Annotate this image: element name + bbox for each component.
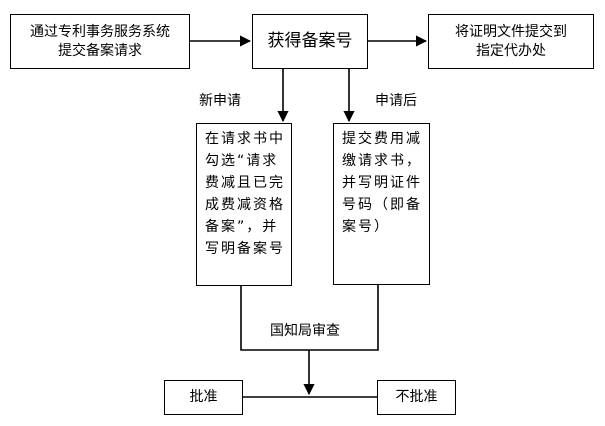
node-reject: 不批准 — [377, 380, 456, 415]
node-approve: 批准 — [164, 380, 243, 415]
node-after-application: 提交费用减缴请求书，并写明证件号码（即备案号） — [333, 123, 430, 285]
node-submit-request: 通过专利事务服务系统 提交备案请求 — [10, 14, 190, 69]
node-review: 国知局审查 — [270, 323, 340, 339]
node-submit-proof: 将证明文件提交到 指定代办处 — [428, 14, 594, 69]
edge-label-after-application: 申请后 — [375, 93, 417, 109]
node-new-application: 在请求书中勾选“请求费减且已完成费减资格备案”，并写明备案号 — [196, 123, 292, 286]
merge-bracket — [240, 285, 379, 351]
edge-label-new-application: 新申请 — [199, 93, 241, 109]
node-get-record-number: 获得备案号 — [252, 14, 368, 69]
